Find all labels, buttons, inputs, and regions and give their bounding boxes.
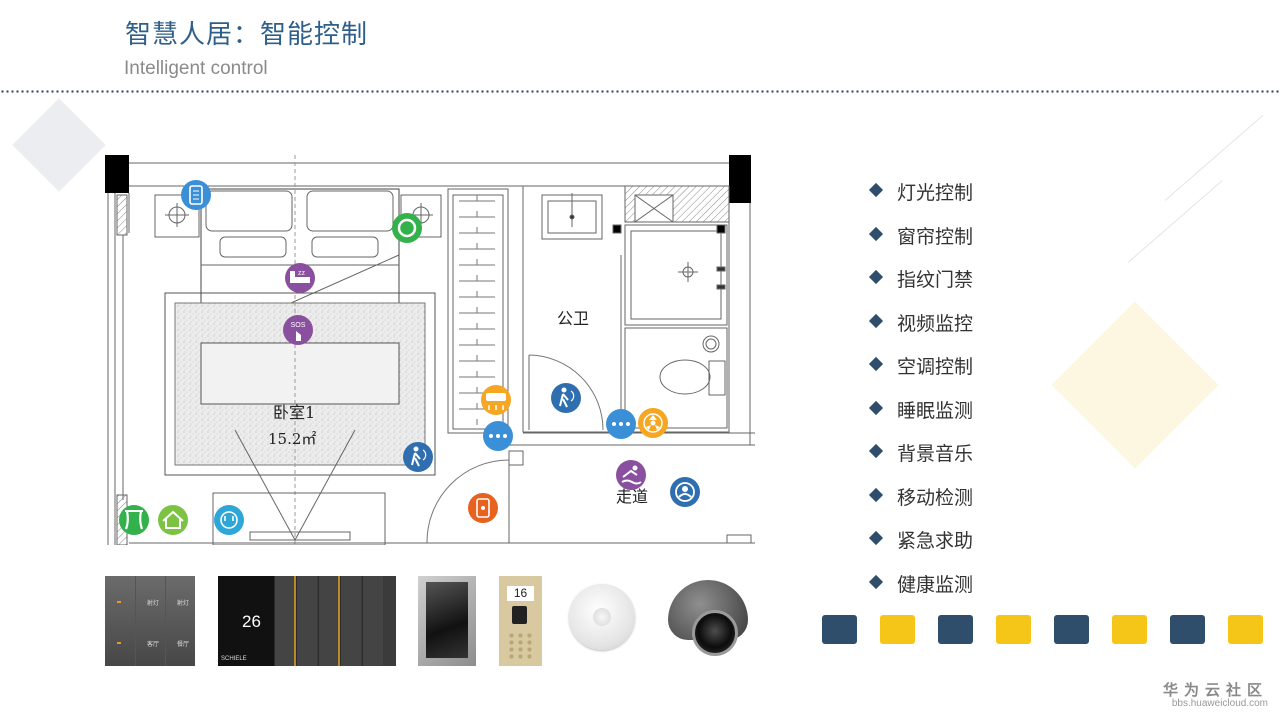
walk-motion-icon-2[interactable] (403, 442, 433, 472)
corridor-label: 走道 (616, 487, 648, 506)
curtain-icon[interactable] (119, 505, 149, 535)
bathroom-label: 公卫 (557, 309, 589, 328)
home-icon[interactable] (158, 505, 188, 535)
diamond-bullet-icon (868, 400, 884, 415)
feature-item: 灯光控制 (868, 178, 973, 222)
feature-item: 紧急求助 (868, 526, 973, 570)
bedroom-area: 15.2㎡ (268, 430, 316, 448)
watermark-url: bbs.huaweicloud.com (1171, 698, 1268, 709)
decorative-line (1127, 180, 1223, 263)
bedroom-label: 卧室1 (273, 403, 315, 422)
panel-icon[interactable] (181, 180, 211, 210)
swim-icon[interactable] (616, 460, 646, 490)
page-subtitle: Intelligent control (124, 58, 268, 79)
navy-square (938, 615, 973, 644)
ac-icon[interactable] (481, 385, 511, 415)
floor-plan: 卧室1 15.2㎡ 公卫 走道 zz SOS (105, 155, 755, 545)
watermark: 华为云社区 bbs.huaweicloud.com (1163, 679, 1268, 709)
diamond-bullet-icon (868, 182, 884, 198)
feature-item: 移动检测 (868, 483, 973, 527)
thermostat-panel-image: 26 SCHIELE (218, 576, 396, 666)
feature-item: 视频监控 (868, 309, 973, 353)
diamond-bullet-icon (868, 574, 884, 589)
navy-square (1054, 615, 1089, 644)
fingerprint-icon (512, 606, 527, 624)
feature-item: 空调控制 (868, 352, 973, 396)
feature-item: 睡眠监测 (868, 396, 973, 440)
yellow-square (880, 615, 915, 644)
feature-list: 灯光控制 窗帘控制 指纹门禁 视频监控 空调控制 睡眠监测 背景音乐 移动检测 … (868, 178, 973, 613)
decorative-diamond-gray (12, 98, 106, 192)
svg-text:zz: zz (298, 270, 306, 277)
glass-panel-image (418, 576, 476, 666)
room-number: 16 (507, 586, 534, 601)
thermostat-temperature: 26 (242, 612, 261, 631)
watermark-cn: 华为云社区 (1162, 681, 1268, 699)
dotted-divider (0, 90, 1280, 93)
motion-sensor-image (567, 576, 639, 666)
ring-icon[interactable] (392, 213, 422, 243)
page-title: 智慧人居：智能控制 (125, 20, 369, 50)
yellow-square (1112, 615, 1147, 644)
yellow-square (996, 615, 1031, 644)
walk-motion-icon[interactable] (551, 383, 581, 413)
dots-icon-2[interactable] (606, 409, 636, 439)
keypad (507, 632, 534, 660)
svg-text:SOS: SOS (291, 322, 306, 329)
door-lock-image: 16 (499, 576, 542, 666)
thermostat-brand: SCHIELE (221, 656, 247, 662)
feature-item: 指纹门禁 (868, 265, 973, 309)
sos-icon[interactable]: SOS (283, 315, 313, 345)
feature-item: 背景音乐 (868, 439, 973, 483)
navy-square (1170, 615, 1205, 644)
thermostat-screen (218, 576, 274, 666)
switch-panel-image: 射灯 射灯 客厅 餐厅 (105, 576, 195, 666)
diamond-bullet-icon (868, 313, 884, 328)
diamond-bullet-icon (868, 269, 884, 285)
feature-item: 窗帘控制 (868, 222, 973, 266)
door-lock-icon[interactable] (468, 493, 498, 523)
sleep-icon[interactable]: zz (285, 263, 315, 293)
hazard-icon[interactable] (638, 408, 668, 438)
diamond-bullet-icon (868, 356, 884, 372)
decorative-diamond-yellow (1051, 301, 1219, 469)
diamond-bullet-icon (868, 226, 884, 241)
diamond-bullet-icon (868, 487, 884, 502)
feature-item: 健康监测 (868, 570, 973, 614)
dome-camera-image (666, 576, 750, 666)
diamond-bullet-icon (868, 443, 884, 459)
yellow-square (1228, 615, 1263, 644)
dots-icon[interactable] (483, 421, 513, 451)
color-squares (822, 615, 1263, 644)
diamond-bullet-icon (868, 530, 884, 546)
camera-person-icon[interactable] (670, 477, 700, 507)
navy-square (822, 615, 857, 644)
socket-icon[interactable] (214, 505, 244, 535)
